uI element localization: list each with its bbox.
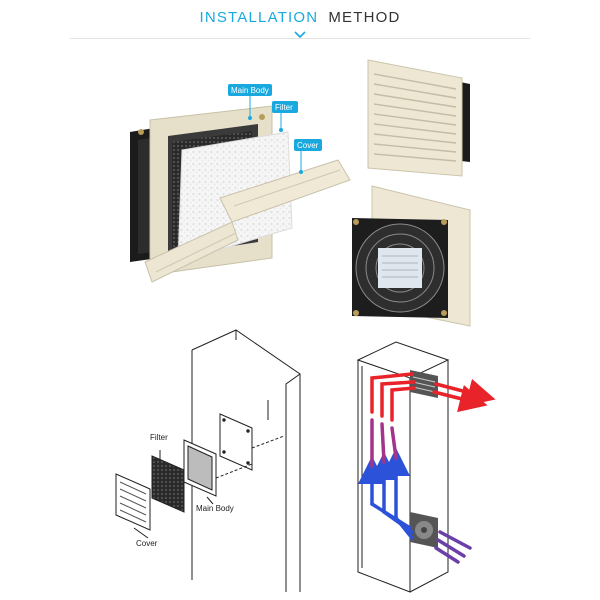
drawing-label-filter: Filter [150, 433, 168, 442]
chevron-down-icon [294, 31, 306, 39]
label-cover: Cover [297, 141, 319, 150]
label-filter: Filter [275, 103, 293, 112]
section-header: INSTALLATION METHOD [0, 0, 600, 46]
mounting-line-drawing [115, 329, 301, 592]
louver-cover-photo [367, 59, 470, 177]
section-title: INSTALLATION METHOD [0, 9, 600, 26]
fan-mounted-photo [352, 185, 471, 327]
callout-filter: Filter [272, 101, 298, 132]
callout-main-body: Main Body [228, 84, 272, 120]
callout-cover: Cover [294, 139, 322, 174]
exploded-fan-filter-photo: Main Body Filter Cover [130, 84, 351, 283]
drawing-label-cover: Cover [136, 539, 158, 548]
title-rest: METHOD [328, 9, 401, 26]
title-accent: INSTALLATION [199, 9, 319, 26]
label-main-body: Main Body [231, 86, 269, 95]
drawing-label-main-body: Main Body [196, 504, 234, 513]
header-divider [70, 38, 530, 39]
airflow-diagram [356, 341, 496, 593]
